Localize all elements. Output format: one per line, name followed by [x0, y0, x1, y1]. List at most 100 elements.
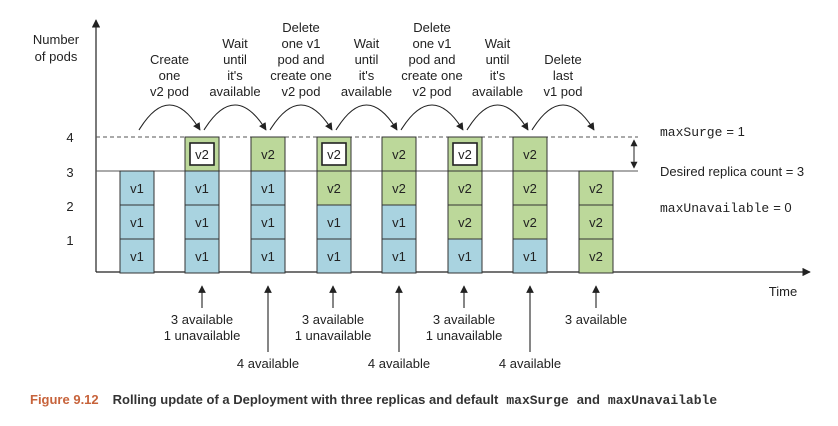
new-pod-marker [189, 142, 215, 166]
y-tick-4: 4 [66, 130, 73, 145]
step-label-line: it's [227, 68, 243, 83]
step-label-line: available [472, 84, 523, 99]
pod-v1 [184, 238, 220, 274]
step-label-line: one [159, 68, 181, 83]
new-pod-marker [321, 142, 347, 166]
pod-v1 [184, 170, 220, 206]
step-arrow [269, 104, 333, 131]
pod-label: v1 [195, 215, 209, 230]
pod-label: v2 [195, 147, 209, 162]
pod-label: v1 [130, 215, 144, 230]
pod-label: v1 [327, 215, 341, 230]
new-pod-marker [452, 142, 478, 166]
pod-v1 [250, 238, 286, 274]
pod-columns: v1v1v1v1v1v1v2v1v1v1v2v1v1v2v2v1v1v2v2v1… [119, 136, 614, 274]
pod-label: v1 [130, 249, 144, 264]
pod-label: v2 [327, 147, 341, 162]
step-label-line: last [553, 68, 574, 83]
pod-v2 [512, 136, 548, 172]
step-label-line: one v1 [412, 36, 451, 51]
pod-v2 [381, 170, 417, 206]
y-tick-2: 2 [66, 199, 73, 214]
y-axis-title-line-1: Number [33, 32, 80, 47]
step-label-line: until [223, 52, 247, 67]
pod-v1 [119, 238, 155, 274]
pod-label: v2 [589, 181, 603, 196]
pod-label: v2 [261, 147, 275, 162]
max-unavailable-label: maxUnavailable= 0 [660, 200, 792, 216]
step-label-line: one v1 [281, 36, 320, 51]
pod-label: v1 [523, 249, 537, 264]
availability-label: 3 available [433, 312, 495, 327]
step-label-line: create one [401, 68, 462, 83]
pod-label: v1 [130, 181, 144, 196]
pod-v2 [381, 136, 417, 172]
availability-label: 1 unavailable [426, 328, 503, 343]
pod-label: v1 [261, 181, 275, 196]
pod-label: v1 [458, 249, 472, 264]
pod-label: v2 [458, 215, 472, 230]
y-tick-1: 1 [66, 233, 73, 248]
pod-v1 [184, 204, 220, 240]
step-label-line: available [209, 84, 260, 99]
pod-label: v2 [523, 215, 537, 230]
pod-label: v1 [261, 215, 275, 230]
step-label-line: v2 pod [281, 84, 320, 99]
step-label-line: v1 pod [543, 84, 582, 99]
step-label-line: it's [490, 68, 506, 83]
x-axis-title: Time [769, 284, 797, 299]
availability-label: 4 available [368, 356, 430, 371]
step-label-line: Create [150, 52, 189, 67]
pod-v1 [250, 170, 286, 206]
step-arrows [138, 104, 595, 131]
step-arrow [335, 104, 398, 131]
step-label-line: it's [359, 68, 375, 83]
pod-label: v1 [392, 215, 406, 230]
pod-label: v2 [392, 147, 406, 162]
pod-v2 [447, 204, 483, 240]
availability-label: 1 unavailable [295, 328, 372, 343]
pod-label: v2 [458, 147, 472, 162]
pod-v1 [512, 238, 548, 274]
step-label-line: pod and [278, 52, 325, 67]
step-label-line: Delete [282, 20, 320, 35]
step-arrow [203, 104, 267, 131]
pod-v2 [578, 238, 614, 274]
step-arrow [531, 104, 595, 131]
pod-v2 [316, 170, 352, 206]
y-tick-3: 3 [66, 165, 73, 180]
step-label-line: available [341, 84, 392, 99]
step-label-line: v2 pod [412, 84, 451, 99]
max-surge-label: maxSurge= 1 [660, 124, 745, 140]
step-label-line: until [355, 52, 379, 67]
pod-label: v2 [589, 249, 603, 264]
step-label-line: Wait [485, 36, 511, 51]
pod-v1 [119, 170, 155, 206]
step-label-line: create one [270, 68, 331, 83]
availability-label: 4 available [237, 356, 299, 371]
pod-v2 [250, 136, 286, 172]
pod-label: v2 [392, 181, 406, 196]
desired-replica-label: Desired replica count = 3 [660, 164, 804, 179]
availability-label: 4 available [499, 356, 561, 371]
pod-v2 [512, 170, 548, 206]
pod-label: v1 [195, 181, 209, 196]
pod-label: v1 [327, 249, 341, 264]
step-arrow [138, 104, 201, 131]
step-label-line: pod and [409, 52, 456, 67]
step-label-line: v2 pod [150, 84, 189, 99]
